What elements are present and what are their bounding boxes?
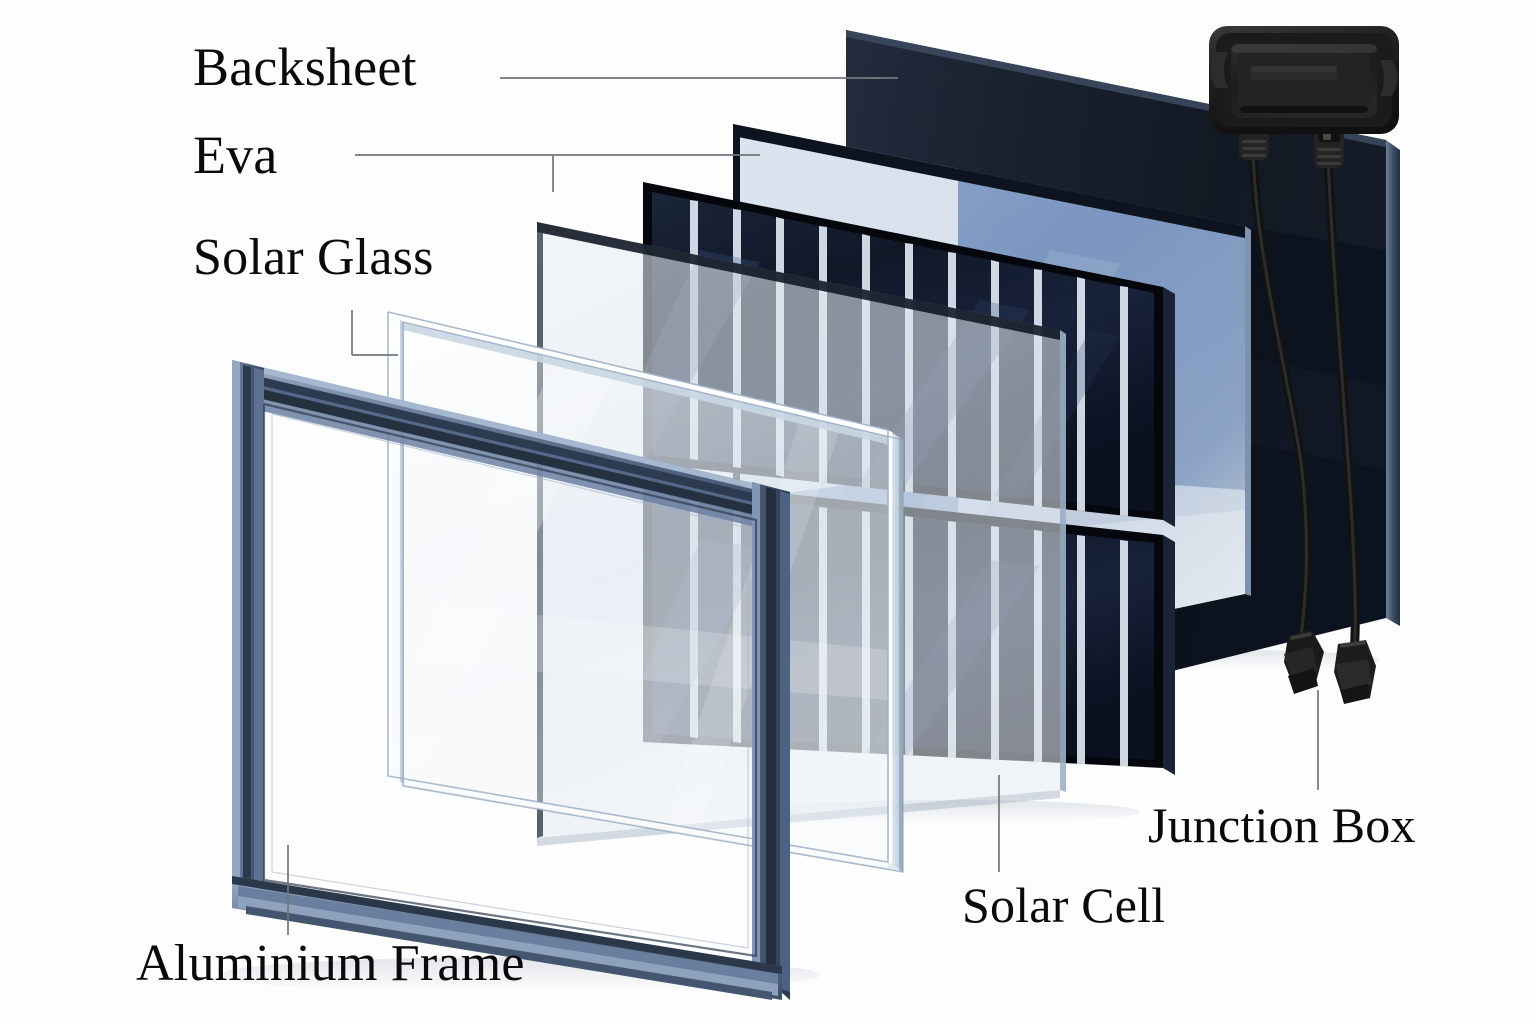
label-solar-glass: Solar Glass	[193, 229, 434, 286]
label-backsheet: Backsheet	[193, 37, 417, 97]
frame-inner-aperture	[262, 402, 758, 958]
mc4-connector-right	[1334, 640, 1376, 704]
layer-aluminium-frame[interactable]	[232, 360, 790, 1000]
layer-junction-box[interactable]	[1209, 26, 1399, 704]
frame-bottom-rail	[232, 876, 782, 1000]
solar-glass-leader	[351, 310, 398, 356]
label-aluminium-frame: Aluminium Frame	[136, 935, 525, 992]
label-solar-cell: Solar Cell	[962, 877, 1166, 933]
mc4-connector-left	[1284, 630, 1324, 694]
frame-left-rail	[232, 360, 264, 908]
frame-right-rail	[752, 482, 790, 1000]
label-eva: Eva	[193, 125, 278, 185]
leader-lines	[287, 77, 1319, 935]
junction-box-cables	[1248, 145, 1360, 657]
eva-leader	[355, 154, 760, 192]
frame-top-rail	[232, 360, 782, 528]
junction-box-body	[1209, 26, 1399, 134]
label-junction-box: Junction Box	[1148, 797, 1416, 853]
